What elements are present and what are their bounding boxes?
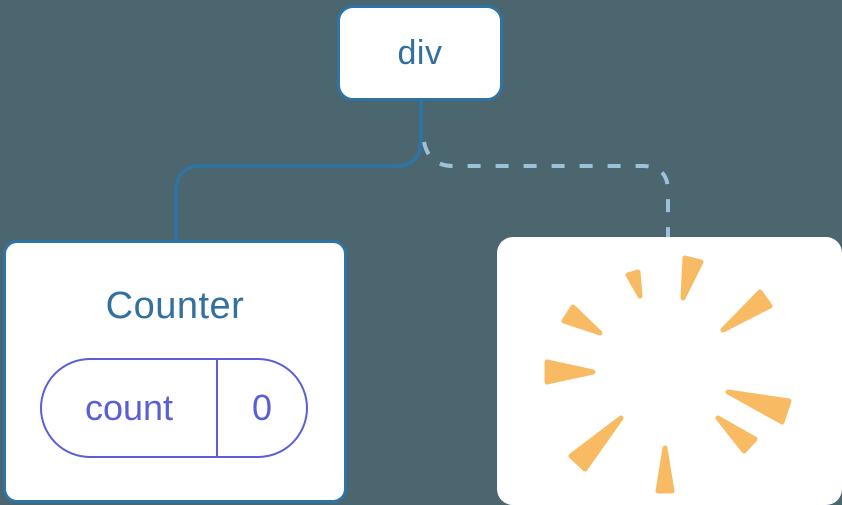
state-name: count [84,387,174,428]
solid-connector-line [174,101,423,240]
poof-icon [544,255,792,494]
root-node-label: div [397,33,443,72]
removed-component-card [497,237,842,505]
root-node-div: div [337,5,503,101]
component-title: Counter [105,285,245,327]
state-pill: count 0 [40,358,308,458]
dashed-connector-line [422,141,670,237]
counter-component-card: Counter count 0 [3,240,347,503]
state-value: 0 [216,360,306,456]
